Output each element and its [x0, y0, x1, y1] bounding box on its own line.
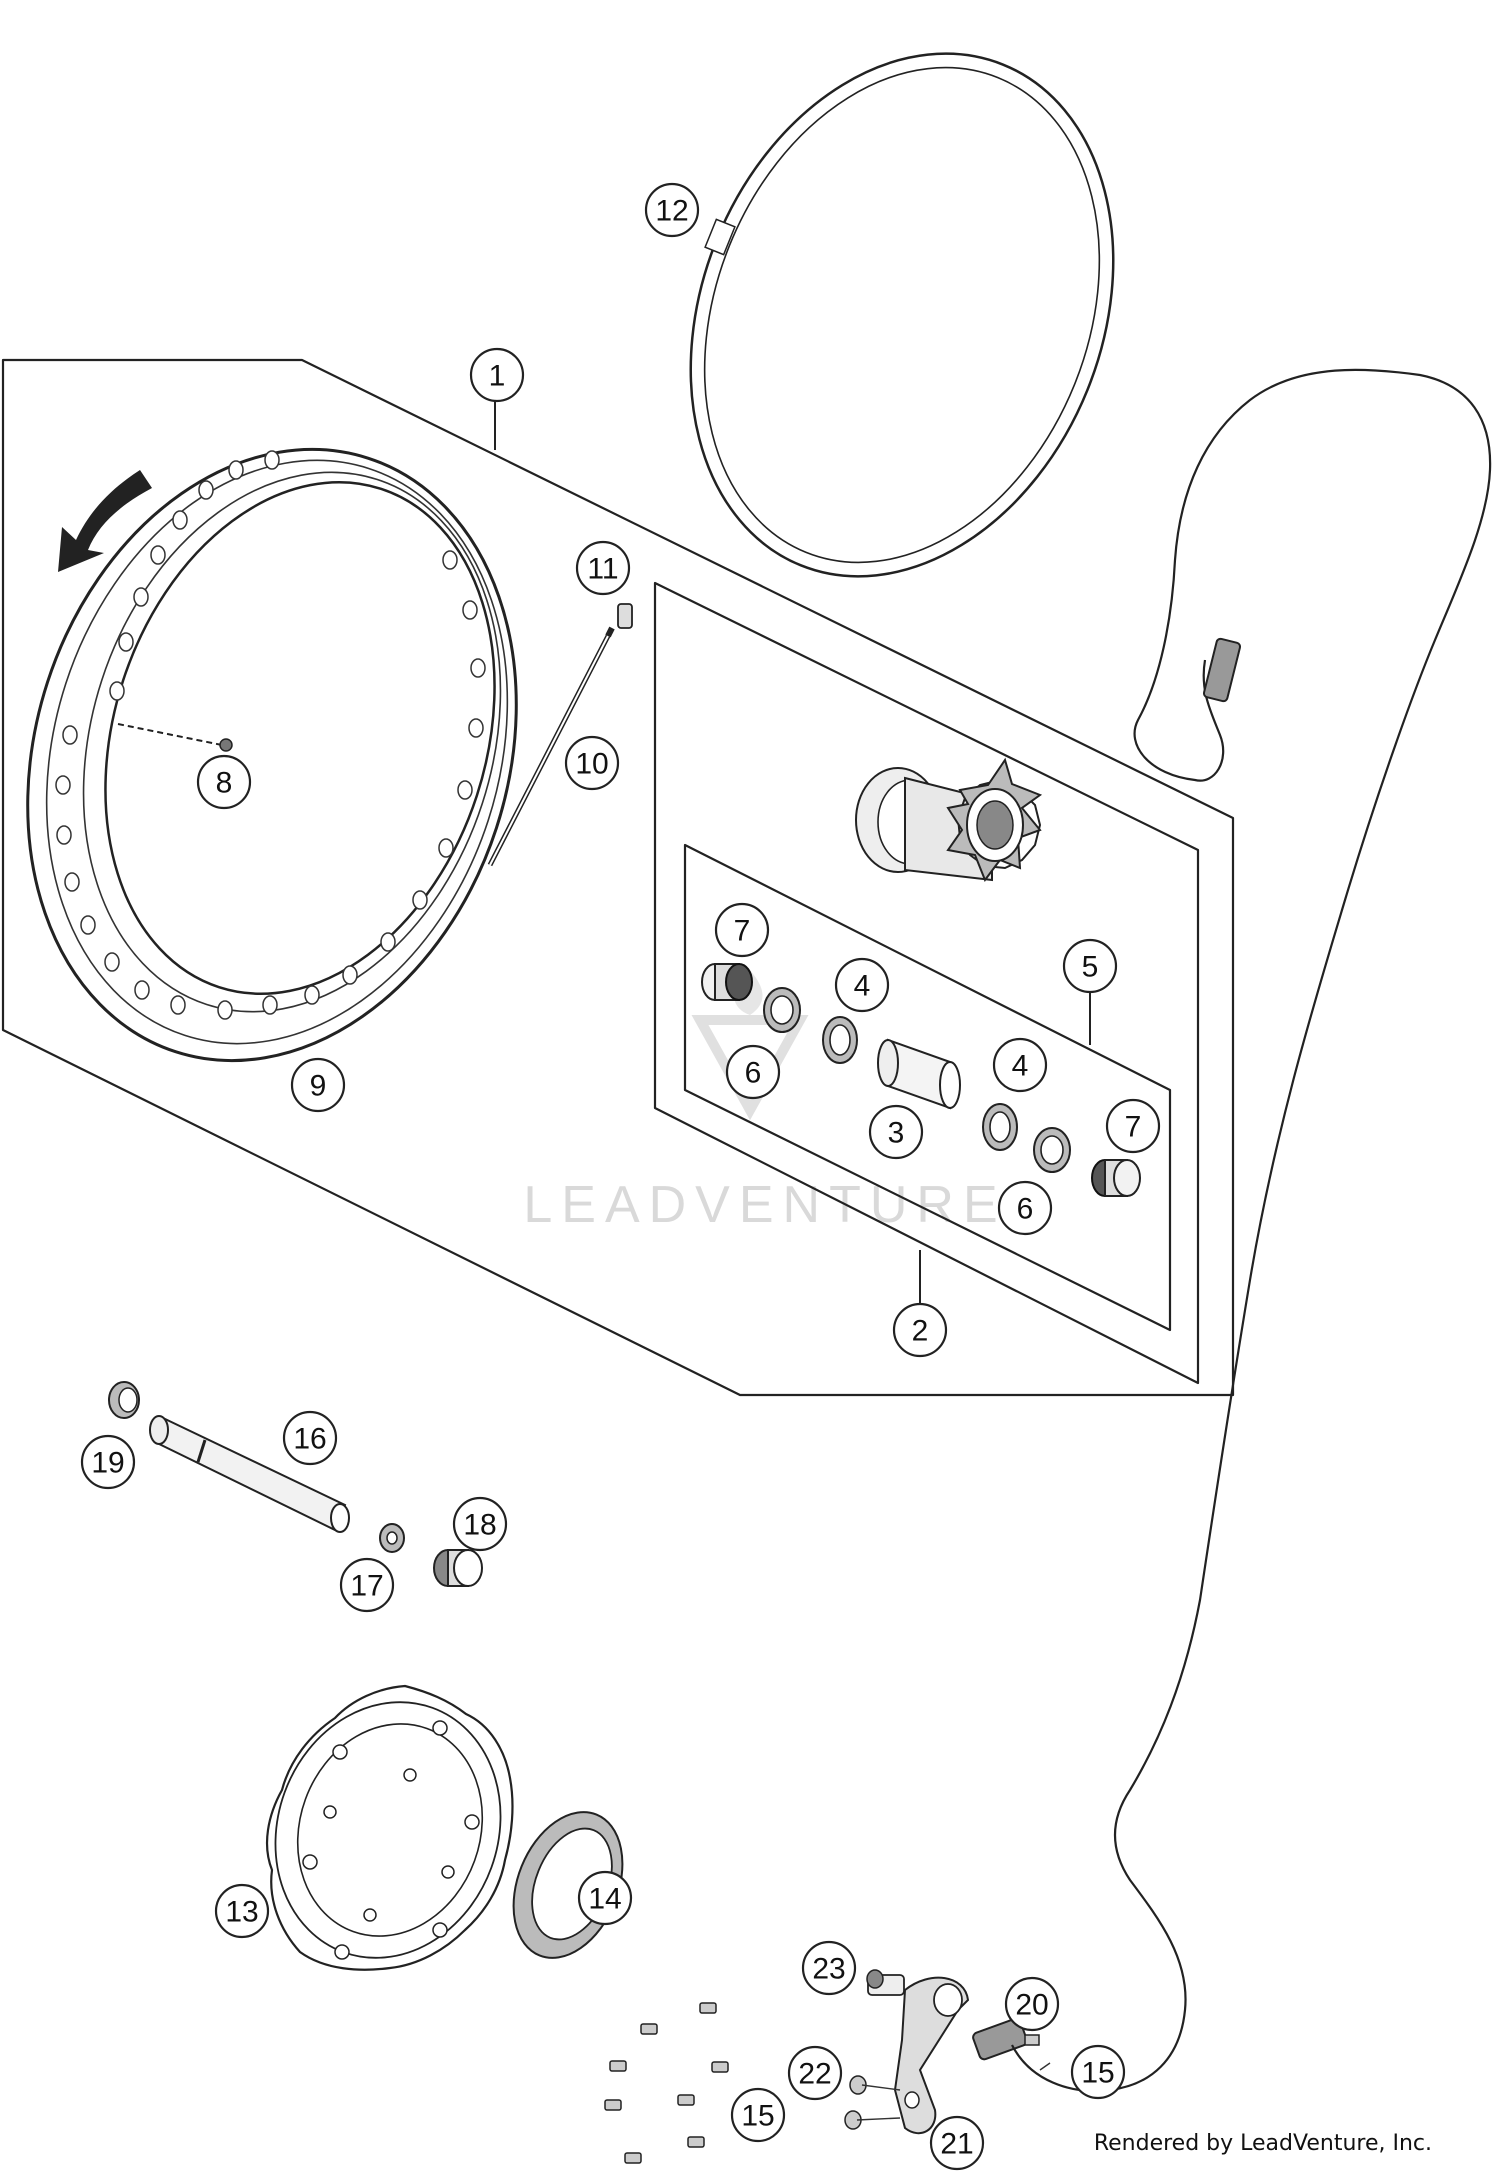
svg-text:6: 6 [745, 1057, 762, 1090]
rim-plug [219, 738, 233, 752]
callout-15a: 15 [730, 2087, 786, 2143]
callout-5: 5 [1062, 938, 1118, 994]
callout-12: 12 [644, 182, 700, 238]
callout-17: 17 [339, 1557, 395, 1613]
spoke [487, 626, 615, 867]
callout-13: 13 [214, 1883, 270, 1939]
callout-9: 9 [290, 1057, 346, 1113]
sensor-connector [1202, 637, 1242, 703]
render-credit: Rendered by LeadVenture, Inc. [1094, 2131, 1432, 2156]
svg-text:4: 4 [854, 970, 871, 1003]
svg-text:17: 17 [350, 1570, 383, 1603]
rotation-direction-arrow-icon [58, 470, 152, 572]
callout-18: 18 [452, 1496, 508, 1552]
callout-14: 14 [577, 1870, 633, 1926]
bearing-kit-outline [683, 843, 1172, 1332]
callout-4a: 4 [834, 957, 890, 1013]
callout-6a: 6 [725, 1044, 781, 1100]
svg-text:4: 4 [1012, 1050, 1029, 1083]
callout-2: 2 [892, 1302, 948, 1358]
svg-text:5: 5 [1082, 951, 1099, 984]
svg-text:19: 19 [91, 1447, 124, 1480]
wheel-rim [26, 447, 518, 1063]
bearing-kit-parts [701, 963, 1141, 1197]
callout-8: 8 [196, 754, 252, 810]
svg-text:2: 2 [912, 1315, 929, 1348]
hub-assembly-outline [653, 581, 1200, 1385]
callout-10: 10 [564, 735, 620, 791]
callout-1: 1 [469, 347, 525, 403]
abs-sensor-bracket [844, 1969, 970, 2135]
svg-text:16: 16 [293, 1423, 326, 1456]
abs-sensor-cable [1011, 368, 1492, 2092]
svg-text:15: 15 [1081, 2057, 1114, 2090]
rim-tape [689, 52, 1115, 578]
svg-text:6: 6 [1017, 1193, 1034, 1226]
wheel-hub [855, 757, 1043, 883]
callout-21: 21 [929, 2115, 985, 2171]
svg-text:14: 14 [588, 1883, 621, 1916]
svg-text:12: 12 [655, 195, 688, 228]
svg-text:8: 8 [216, 767, 233, 800]
svg-text:11: 11 [587, 553, 618, 586]
svg-text:23: 23 [812, 1953, 845, 1986]
svg-text:20: 20 [1015, 1989, 1048, 2022]
callout-22: 22 [787, 2045, 843, 2101]
wheel-assembly-outline [1, 358, 1235, 1397]
abs-wheel-speed-sensor [972, 2017, 1051, 2071]
svg-text:18: 18 [463, 1509, 496, 1542]
callout-7b: 7 [1105, 1098, 1161, 1154]
callout-11: 11 [575, 540, 631, 596]
svg-text:9: 9 [310, 1070, 327, 1103]
callout-16: 16 [282, 1410, 338, 1466]
callout-19: 19 [80, 1434, 136, 1490]
axle-parts [108, 1381, 483, 1587]
svg-text:7: 7 [734, 915, 751, 948]
svg-text:3: 3 [888, 1117, 905, 1150]
svg-text:21: 21 [940, 2128, 973, 2161]
callout-23: 23 [801, 1940, 857, 1996]
svg-text:22: 22 [798, 2058, 831, 2091]
svg-text:1: 1 [489, 360, 506, 393]
callout-6b: 6 [997, 1180, 1053, 1236]
disc-bolts [604, 2002, 729, 2164]
callout-7a: 7 [714, 902, 770, 958]
svg-text:15: 15 [741, 2100, 774, 2133]
svg-text:7: 7 [1125, 1111, 1142, 1144]
callout-4b: 4 [992, 1037, 1048, 1093]
callout-20: 20 [1004, 1976, 1060, 2032]
svg-text:13: 13 [225, 1896, 258, 1929]
watermark-text: LEADVENTURE [523, 1176, 1006, 1234]
callout-15b: 15 [1070, 2044, 1126, 2100]
callout-3: 3 [868, 1104, 924, 1160]
spoke-nipple [617, 603, 633, 629]
brake-disc [266, 1684, 514, 1971]
svg-text:10: 10 [575, 748, 608, 781]
